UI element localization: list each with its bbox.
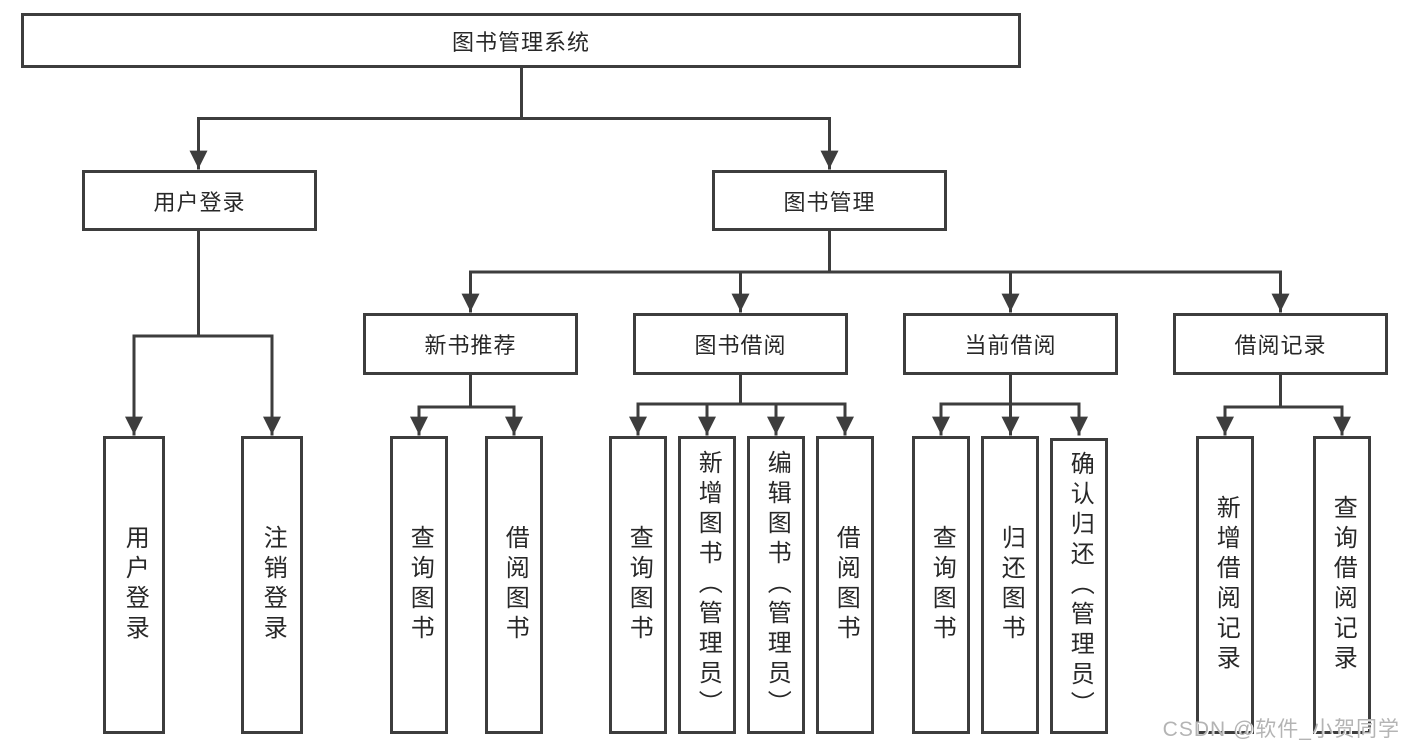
connector-book-management-spine bbox=[469, 229, 1282, 274]
leaf-query-books-2: 查询图书 bbox=[609, 436, 667, 734]
node-book-management: 图书管理 bbox=[712, 170, 947, 231]
node-label: 查询图书 bbox=[625, 525, 653, 645]
node-book-borrow: 图书借阅 bbox=[633, 313, 848, 375]
node-library-system: 图书管理系统 bbox=[21, 13, 1021, 68]
leaf-query-books-3: 查询图书 bbox=[912, 436, 970, 734]
leaf-user-login: 用户登录 bbox=[103, 436, 165, 734]
node-label: 图书管理系统 bbox=[451, 29, 590, 55]
node-label: 新增借阅记录 bbox=[1212, 495, 1240, 675]
node-label: 图书借阅 bbox=[694, 333, 787, 358]
connector-root-spine bbox=[197, 66, 831, 120]
connector-book-borrow-spine bbox=[636, 373, 847, 406]
node-user-login: 用户登录 bbox=[82, 170, 317, 231]
node-label: 借阅记录 bbox=[1234, 333, 1327, 358]
node-label: 查询图书 bbox=[406, 525, 434, 645]
leaf-borrow-books-2: 借阅图书 bbox=[816, 436, 874, 734]
csdn-watermark: CSDN @软件_小贺同学 bbox=[1162, 718, 1400, 741]
node-label: 图书管理 bbox=[783, 189, 876, 215]
connector-borrow-records-spine bbox=[1223, 373, 1344, 409]
leaf-query-borrow-record: 查询借阅记录 bbox=[1313, 436, 1371, 734]
node-label: 归还图书 bbox=[997, 525, 1025, 645]
connector-current-borrow-spine bbox=[939, 373, 1081, 406]
leaf-add-borrow-record: 新增借阅记录 bbox=[1196, 436, 1254, 734]
leaf-query-books-1: 查询图书 bbox=[390, 436, 448, 734]
node-label: 查询图书 bbox=[928, 525, 956, 645]
leaf-confirm-return-admin: 确认归还（管理员） bbox=[1050, 438, 1108, 734]
leaf-add-book-admin: 新增图书（管理员） bbox=[678, 436, 736, 734]
node-label: 注销登录 bbox=[259, 525, 287, 645]
leaf-borrow-books-1: 借阅图书 bbox=[485, 436, 543, 734]
leaf-return-book: 归还图书 bbox=[981, 436, 1039, 734]
leaf-edit-book-admin: 编辑图书（管理员） bbox=[747, 436, 805, 734]
node-label: 借阅图书 bbox=[501, 525, 529, 645]
node-label: 当前借阅 bbox=[964, 333, 1057, 358]
node-current-borrow: 当前借阅 bbox=[903, 313, 1118, 375]
node-label: 用户登录 bbox=[153, 189, 246, 215]
node-new-book-recommend: 新书推荐 bbox=[363, 313, 578, 375]
node-label: 确认归还（管理员） bbox=[1066, 451, 1094, 721]
connector-user-login-spine bbox=[132, 229, 274, 338]
node-label: 查询借阅记录 bbox=[1329, 495, 1357, 675]
leaf-logout: 注销登录 bbox=[241, 436, 303, 734]
connector-new-book-recommend-spine bbox=[417, 373, 516, 409]
node-label: 借阅图书 bbox=[832, 525, 860, 645]
node-label: 新书推荐 bbox=[424, 333, 517, 358]
node-label: 用户登录 bbox=[121, 525, 149, 645]
node-label: 新增图书（管理员） bbox=[694, 450, 722, 720]
node-label: 编辑图书（管理员） bbox=[763, 450, 791, 720]
node-borrow-records: 借阅记录 bbox=[1173, 313, 1388, 375]
